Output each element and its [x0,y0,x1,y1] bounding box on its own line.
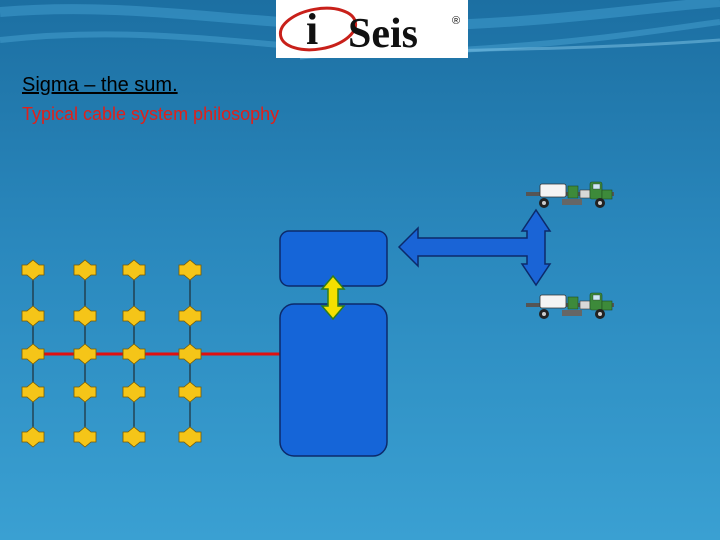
truck-icon [526,181,614,208]
truck-icon [526,292,614,319]
radio-link-arrow-icon [397,208,552,287]
node-diamond-icon [178,305,202,327]
logo-registered-mark: ® [452,15,460,27]
node-diamond-icon [122,343,146,365]
iseis-logo: i Seis ® [276,0,468,58]
node-diamond-icon [21,426,45,448]
central-unit-box [279,303,388,457]
node-diamond-icon [122,305,146,327]
logo-seis: Seis [348,11,418,57]
slide-title: Sigma – the sum. [22,74,178,96]
vehicles [526,181,614,319]
node-diamond-icon [21,305,45,327]
node-diamond-icon [21,381,45,403]
node-diamond-icon [21,259,45,281]
node-diamond-icon [178,259,202,281]
node-diamond-icon [73,259,97,281]
node-diamond-icon [73,426,97,448]
node-diamond-icon [178,343,202,365]
link-double-arrow-icon [320,274,346,321]
node-diamond-icon [122,381,146,403]
node-diamond-icon [73,305,97,327]
node-grid [21,259,202,448]
slide-subtitle: Typical cable system philosophy [22,104,280,124]
node-diamond-icon [73,343,97,365]
node-diamond-icon [73,381,97,403]
node-diamond-icon [178,426,202,448]
node-diamond-icon [178,381,202,403]
logo-i: i [306,5,318,54]
node-diamond-icon [122,426,146,448]
node-diamond-icon [122,259,146,281]
node-diamond-icon [21,343,45,365]
